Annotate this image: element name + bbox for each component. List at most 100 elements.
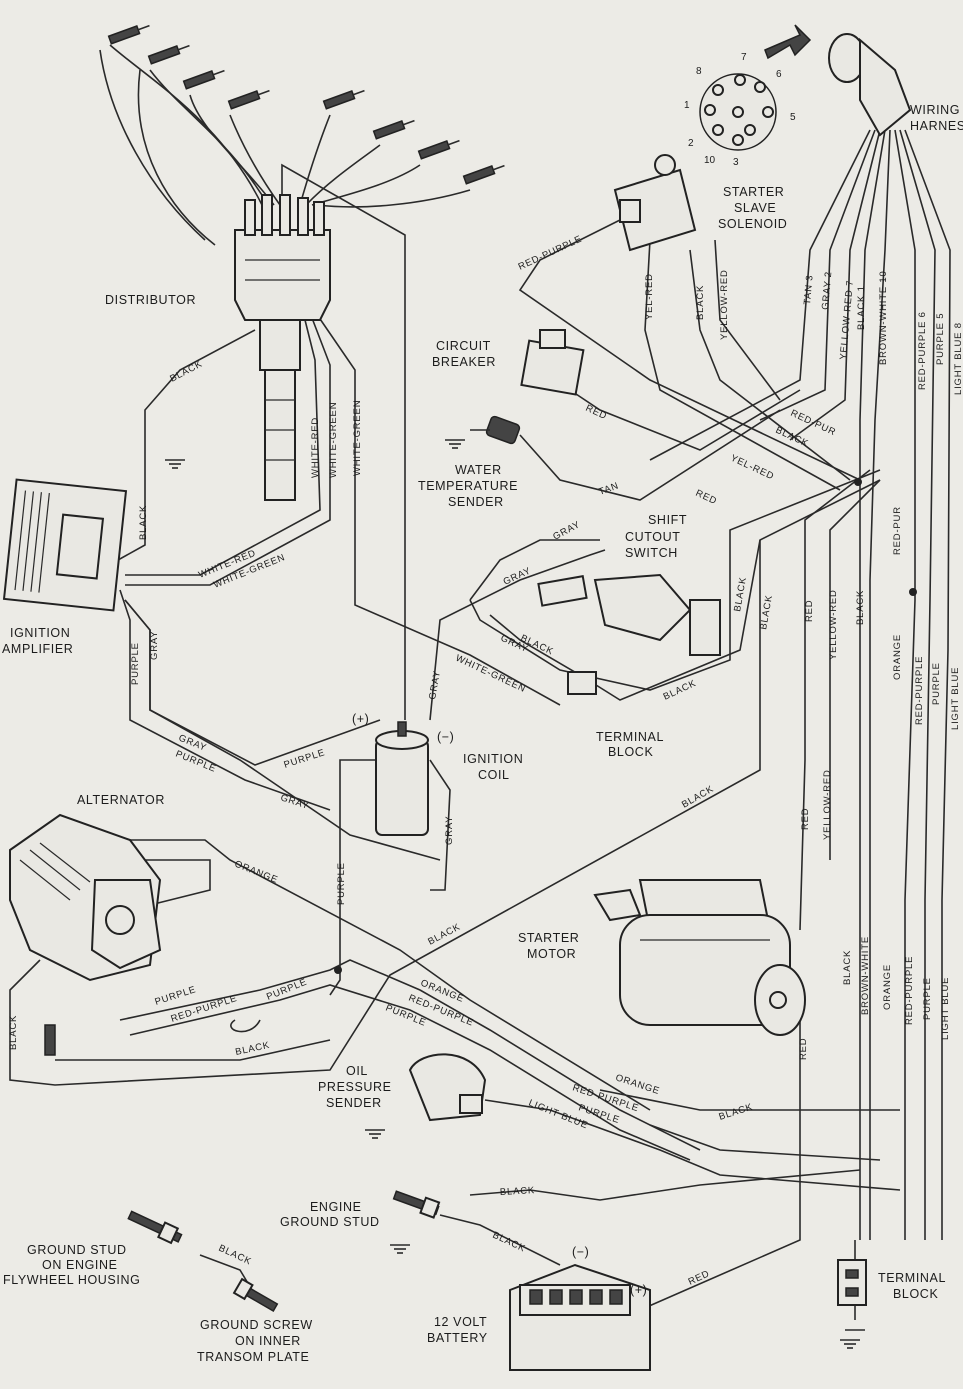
wire-label: ORANGE xyxy=(892,634,903,680)
terminal-block-mid-label-1: TERMINAL xyxy=(596,730,664,744)
wire-label: RED xyxy=(800,808,811,830)
wire-label: PURPLE xyxy=(283,747,327,771)
wire-label: GRAY xyxy=(427,670,443,701)
wires xyxy=(9,44,951,1331)
wire-label: BLACK xyxy=(732,576,749,613)
terminal-block-bottom-label-1: TERMINAL xyxy=(878,1271,946,1285)
wire-label: PURPLE xyxy=(130,642,141,685)
wire-label: BLACK xyxy=(491,1230,528,1255)
wire-label: RED-PURPLE 6 xyxy=(917,311,928,390)
ground-symbols xyxy=(165,439,860,1349)
water-temperature-sender xyxy=(470,415,521,445)
alternator xyxy=(9,813,162,1056)
battery-plus-label: (+) xyxy=(630,1283,647,1297)
shift-switch-label-1: SHIFT xyxy=(648,513,687,527)
wire-label: RED xyxy=(694,488,719,507)
wire-label: PURPLE xyxy=(265,977,309,1003)
wire-label: ORANGE xyxy=(233,859,280,886)
wire-label: YELLOW-RED xyxy=(828,589,839,660)
oil-sender-label-2: PRESSURE xyxy=(318,1080,392,1094)
solenoid-label-2: SLAVE xyxy=(734,201,776,215)
wire-label: BLACK xyxy=(842,950,853,985)
wire-label: BLACK xyxy=(168,358,204,384)
shift-switch-label-3: SWITCH xyxy=(625,546,678,560)
distributor xyxy=(234,194,331,501)
wire-label: GRAY xyxy=(502,565,533,587)
wire-label: LIGHT BLUE xyxy=(940,977,951,1040)
wire-label: WHITE-GREEN xyxy=(352,400,363,476)
starter-slave-solenoid xyxy=(613,154,697,252)
wire-label: GRAY xyxy=(444,816,455,845)
wire-label: TAN 3 xyxy=(802,274,816,305)
wire-label: RED xyxy=(584,403,609,422)
wire-label: PURPLE xyxy=(336,862,347,905)
wire-label: BLACK xyxy=(662,678,699,703)
solenoid-label-1: STARTER xyxy=(723,185,784,199)
harness-pin-labels: 7 6 8 1 5 2 10 3 xyxy=(684,52,796,168)
battery-minus-label: (−) xyxy=(572,1245,589,1259)
oil-sender-label-3: SENDER xyxy=(326,1096,382,1110)
wire-label: YEL-RED xyxy=(644,273,655,320)
wire-label: GRAY xyxy=(149,631,160,660)
oil-sender-label-1: OIL xyxy=(346,1064,368,1078)
component-labels: DISTRIBUTOR CIRCUIT BREAKER WATER TEMPER… xyxy=(2,103,963,1364)
wire-label: BROWN-WHITE xyxy=(860,936,871,1015)
flywheel-ground-label-1: GROUND STUD xyxy=(27,1243,127,1257)
pin-label-7: 7 xyxy=(741,52,747,63)
battery xyxy=(509,1263,651,1371)
wire-label: RED-PUR xyxy=(892,506,903,555)
circuit-breaker xyxy=(520,329,585,396)
wire-label: RED-PURPLE xyxy=(517,233,584,272)
ignition-amplifier-label-1: IGNITION xyxy=(10,626,70,640)
shift-cutout-switch xyxy=(537,573,721,656)
starter-motor-label-2: MOTOR xyxy=(527,947,576,961)
wire-label: WHITE-GREEN xyxy=(454,653,528,695)
pin-label-1: 1 xyxy=(684,100,690,111)
wire-label: ORANGE xyxy=(614,1072,661,1097)
wire-label: ORANGE xyxy=(882,964,893,1010)
wire-label: BLACK xyxy=(500,1185,536,1198)
wire-label: RED-PURPLE xyxy=(914,656,925,725)
battery-label-2: BATTERY xyxy=(427,1331,488,1345)
wire-label: BLACK xyxy=(138,505,149,540)
harness-label-1: WIRING xyxy=(910,103,960,117)
battery-label-1: 12 VOLT xyxy=(434,1315,487,1329)
oil-pressure-sender xyxy=(408,1053,487,1122)
pin-label-8: 8 xyxy=(696,66,702,77)
ignition-coil xyxy=(375,721,429,836)
wire-label: BLACK 1 xyxy=(856,285,867,330)
transom-ground-label-3: TRANSOM PLATE xyxy=(197,1350,309,1364)
wire-label: LIGHT BLUE 8 xyxy=(953,322,963,395)
wiring-harness-connector xyxy=(764,24,912,137)
terminal-block-mid xyxy=(567,671,597,695)
starter-motor-label-1: STARTER xyxy=(518,931,579,945)
wire-label: BROWN-WHITE 10 xyxy=(878,270,889,365)
wire-label: RED-PURPLE xyxy=(904,956,915,1025)
wire-label: BLACK xyxy=(855,590,866,625)
wire-label: GRAY 2 xyxy=(820,271,834,311)
solenoid-label-3: SOLENOID xyxy=(718,217,787,231)
alternator-label: ALTERNATOR xyxy=(77,793,165,807)
pin-label-2: 2 xyxy=(688,138,694,149)
wire-label: GRAY xyxy=(279,792,310,812)
circuit-breaker-label-1: CIRCUIT xyxy=(436,339,491,353)
distributor-label: DISTRIBUTOR xyxy=(105,293,196,307)
terminal-block-mid-label-2: BLOCK xyxy=(608,745,653,759)
wire-label: TAN xyxy=(597,480,620,497)
spark-plugs xyxy=(107,24,505,185)
engine-ground-label-1: ENGINE xyxy=(310,1200,362,1214)
engine-ground-label-2: GROUND STUD xyxy=(280,1215,380,1229)
harness-label-2: HARNESS xyxy=(910,119,963,133)
wire-label: YELLOW-RED 7 xyxy=(838,279,856,360)
ignition-coil-label-1: IGNITION xyxy=(463,752,523,766)
wire-label: BLACK xyxy=(426,921,462,947)
terminal-block-bottom-label-2: BLOCK xyxy=(893,1287,938,1301)
wire-label: PURPLE xyxy=(931,662,942,705)
pin-label-3: 3 xyxy=(733,157,739,168)
flywheel-ground-stud xyxy=(127,1210,183,1245)
wire-label: GRAY xyxy=(551,519,582,543)
pin-label-5: 5 xyxy=(790,112,796,123)
pin-label-6: 6 xyxy=(776,69,782,80)
wire-label: PURPLE 5 xyxy=(935,313,946,365)
transom-ground-label-1: GROUND SCREW xyxy=(200,1318,313,1332)
